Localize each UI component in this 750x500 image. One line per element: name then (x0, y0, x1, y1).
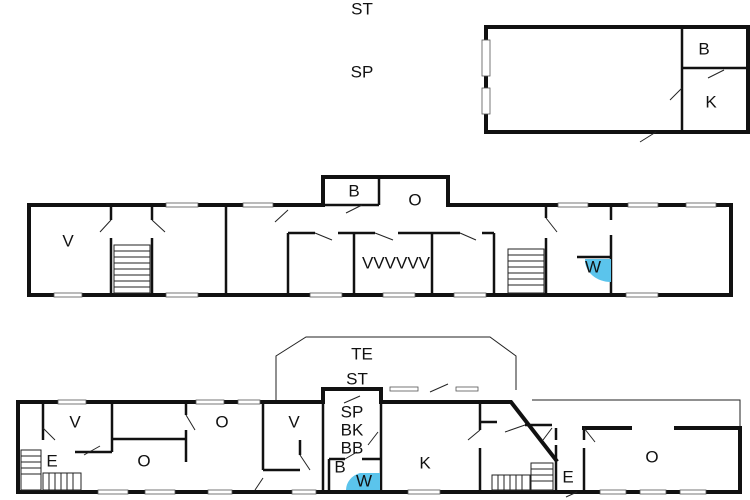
bk-label: BK (341, 420, 364, 439)
sp-label: SP (341, 402, 364, 421)
washer-marker-ground (346, 473, 380, 490)
ground-floor (16, 336, 742, 498)
ground-hobby-mid-label: O (137, 451, 150, 470)
ground-living-left-label: V (69, 412, 81, 431)
ground-kitchen-label: K (419, 453, 431, 472)
annex-building (481, 25, 750, 143)
washer-marker-upper (584, 259, 611, 282)
upper-living-label: V (62, 231, 74, 250)
storage-label: ST (346, 369, 368, 388)
staircase-ground-right (491, 462, 554, 491)
staircase-left (113, 244, 151, 294)
ground-bath-label: B (334, 457, 345, 476)
upper-floor (27, 175, 733, 298)
upper-bedrooms-label: VVVVVV (362, 253, 431, 272)
annex-bath-label: B (698, 39, 709, 58)
ground-living-mid-label: V (288, 412, 300, 431)
terrace-outline (275, 336, 517, 402)
ground-entrance-left-label: E (46, 451, 57, 470)
ground-hobby-right-label: O (645, 447, 658, 466)
annex-kitchen-label: K (705, 92, 717, 111)
upper-hobby-label: O (408, 190, 421, 209)
staircase-right (507, 248, 545, 294)
ground-washer-label: W (356, 471, 372, 490)
ground-hobby-top-label: O (215, 412, 228, 431)
label-sp: SP (351, 62, 374, 81)
label-st: ST (351, 0, 373, 18)
ground-entrance-right-label: E (562, 467, 573, 486)
terrace-label: TE (351, 344, 373, 363)
bb-label: BB (341, 438, 364, 457)
staircase-ground-left (20, 449, 82, 491)
upper-bath-label: B (348, 181, 359, 200)
upper-washer-label: W (585, 257, 601, 276)
